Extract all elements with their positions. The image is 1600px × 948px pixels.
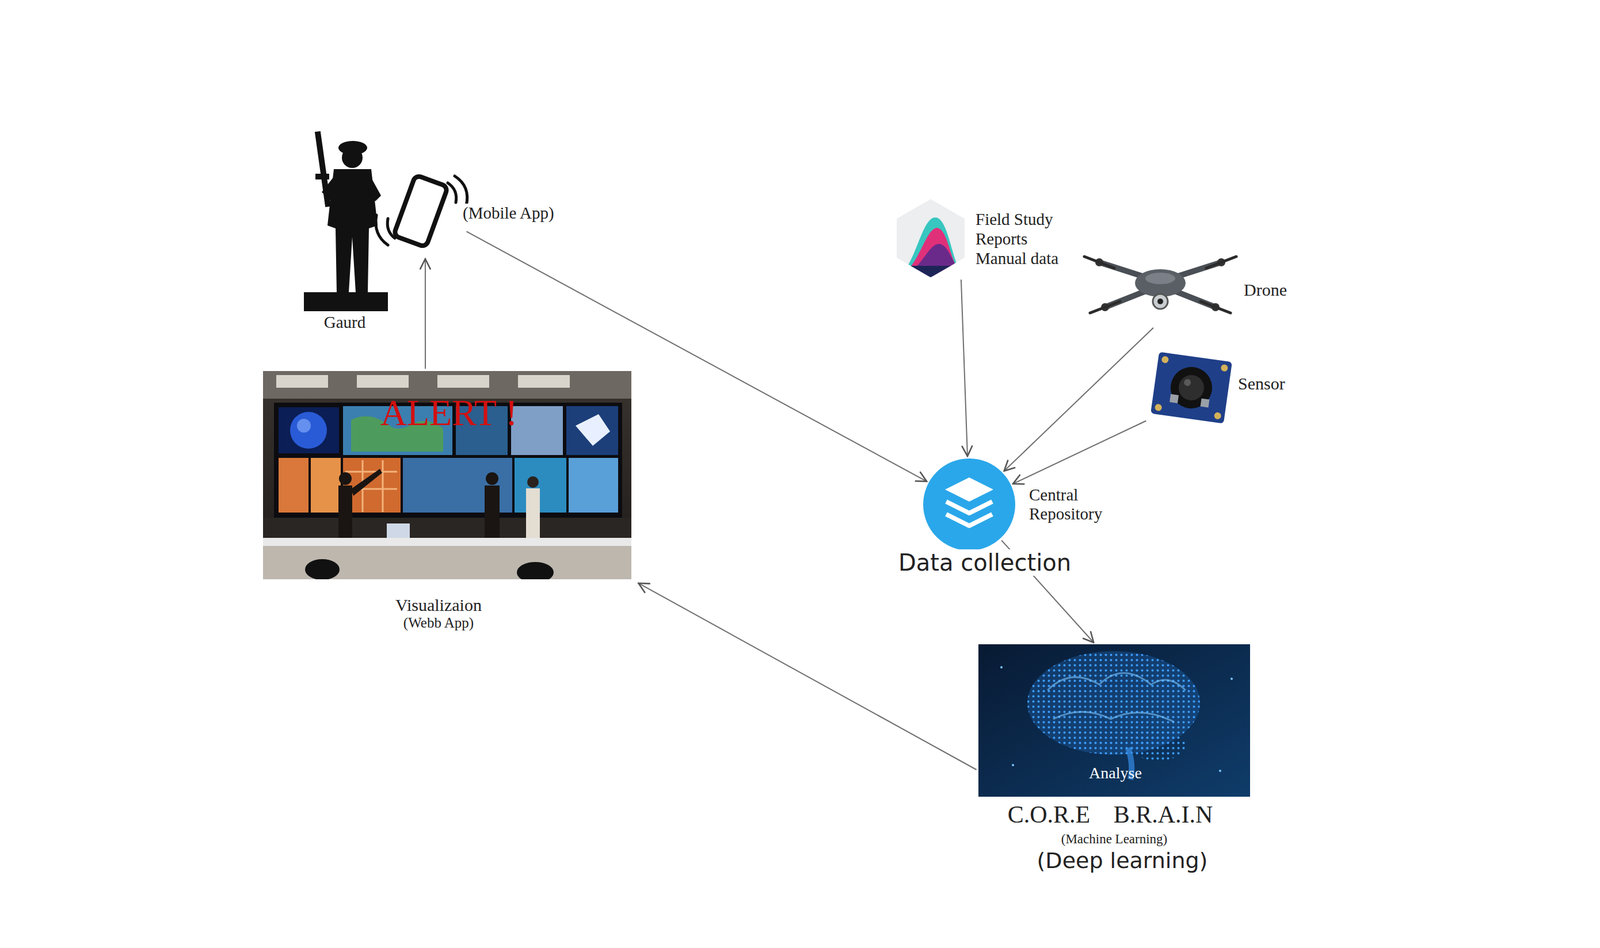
brain-panel: AnalyseC.O.R.E B.R.A.I.N(Machine Learnin… [978, 644, 1251, 798]
flow-arrow [1004, 328, 1154, 472]
control-room-photo [263, 371, 632, 580]
guard-figure: Gaurd [303, 127, 388, 311]
drone-illustration [1084, 256, 1237, 314]
field-study-source: Field Study Reports Manual data [896, 199, 966, 278]
guard-silhouette [303, 131, 388, 312]
visualization-panel: ALERT !Visualizaion(Webb App) [263, 371, 632, 580]
flow-arrow [1012, 421, 1147, 485]
sensor-source: Sensor [1148, 352, 1235, 424]
node-label: Sensor [1237, 373, 1286, 394]
node-label: Analyse [1088, 764, 1142, 783]
node-label: Data collection [896, 549, 1074, 577]
node-label: C.O.R.E B.R.A.I.N [1007, 801, 1214, 829]
sensor-illustration [1150, 352, 1233, 425]
flow-arrow [638, 583, 977, 771]
node-label: Visualizaion [395, 595, 482, 616]
node-label: (Webb App) [403, 614, 474, 632]
flow-arrow [466, 231, 928, 482]
node-label: Gaurd [324, 313, 366, 333]
field-study-icon [896, 199, 966, 279]
phone-icon [375, 174, 468, 248]
mobile-app-icon: (Mobile App) [382, 172, 465, 250]
flow-arrow [424, 258, 426, 369]
node-label: (Machine Learning) [1061, 832, 1168, 848]
flow-arrow [961, 279, 968, 457]
node-label: Drone [1243, 279, 1287, 300]
node-label: (Deep learning) [1037, 848, 1209, 874]
node-label: (Mobile App) [460, 203, 557, 223]
drone-source: Drone [1081, 249, 1240, 327]
repository-circle: Central RepositoryData collection [923, 458, 1016, 551]
node-label: Central Repository [1026, 485, 1135, 524]
repository-icon [923, 458, 1016, 551]
node-label: Field Study Reports Manual data [973, 209, 1079, 269]
brain-image [978, 644, 1251, 798]
node-label: ALERT ! [380, 391, 518, 435]
